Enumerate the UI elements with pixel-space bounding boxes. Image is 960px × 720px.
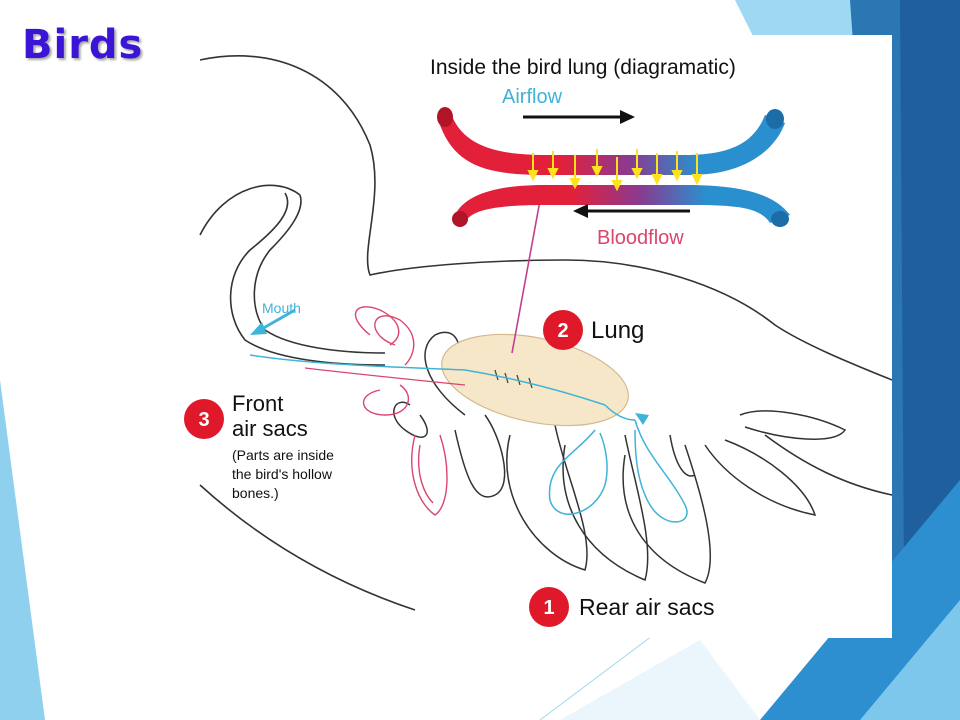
front-air-sacs-label-line1: Front	[232, 391, 283, 416]
rear-air-sacs-callout: 1 Rear air sacs	[529, 587, 714, 627]
front-air-sacs-note-line1: (Parts are inside	[232, 447, 334, 463]
rear-air-sacs-label: Rear air sacs	[579, 594, 714, 620]
bird-body-outline	[199, 55, 892, 611]
front-air-sacs-callout: 3 Front air sacs (Parts are inside the b…	[184, 391, 334, 501]
bird-lung-diagram: Inside the bird lung (diagramatic) Airfl…	[165, 35, 892, 638]
airflow-arrows	[250, 308, 649, 425]
front-air-sacs	[354, 306, 448, 516]
mouth-label: Mouth	[262, 300, 301, 316]
rear-air-sacs-number-badge	[529, 587, 569, 627]
rear-air-sacs-number: 1	[543, 597, 554, 619]
lung-number: 2	[557, 320, 568, 342]
rear-air-sacs	[548, 404, 688, 523]
front-air-sacs-number: 3	[198, 409, 209, 431]
bloodflow-arrow	[573, 204, 690, 218]
capillary-vessels	[437, 107, 790, 227]
gas-exchange-arrows	[527, 149, 703, 192]
blood-trachea-path	[304, 367, 466, 386]
airflow-arrow	[523, 110, 635, 124]
inset-connector-line	[511, 194, 542, 354]
bloodflow-label: Bloodflow	[597, 227, 684, 249]
bg-shape-left-strip	[0, 380, 45, 720]
airflow-label: Airflow	[502, 86, 563, 108]
front-air-sacs-note-line3: bones.)	[232, 485, 279, 501]
slide-title: Birds	[22, 22, 144, 68]
lung-number-badge	[543, 310, 583, 350]
lung-callout: 2 Lung	[543, 310, 644, 350]
front-air-sacs-number-badge	[184, 399, 224, 439]
front-air-sacs-label-line2: air sacs	[232, 416, 308, 441]
bg-shape-bottom-tint	[560, 640, 760, 720]
inset-title: Inside the bird lung (diagramatic)	[430, 56, 736, 79]
lung-shape	[441, 333, 629, 427]
lung-label: Lung	[591, 317, 644, 344]
trachea-airflow-path	[249, 354, 606, 406]
bg-shape-bottom-light	[860, 600, 960, 720]
front-air-sacs-note-line2: the bird's hollow	[232, 466, 333, 482]
